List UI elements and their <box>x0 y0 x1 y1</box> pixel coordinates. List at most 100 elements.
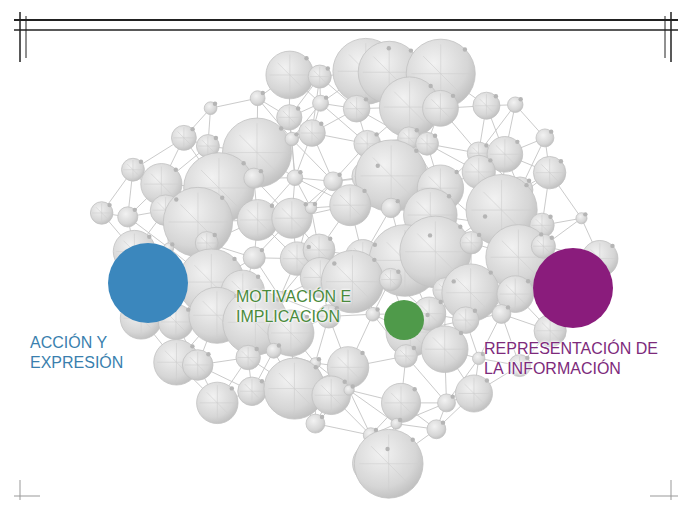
frame-line <box>670 12 672 62</box>
network-dot <box>539 232 543 236</box>
network-dot <box>314 365 318 369</box>
frame-line <box>19 12 21 62</box>
network-dot <box>451 394 455 398</box>
network-dot <box>256 275 260 279</box>
network-dot <box>261 91 265 95</box>
network-dot <box>515 140 519 144</box>
network-dot <box>255 347 259 351</box>
sphere-mesh <box>384 386 417 419</box>
network-sphere <box>366 307 380 321</box>
representation-information-node: REPRESENTACIÓN DE LA INFORMACIÓN <box>484 339 680 381</box>
network-sphere <box>313 95 329 111</box>
network-sphere <box>299 120 326 147</box>
network-sphere <box>238 377 266 405</box>
frame-corner <box>671 480 672 500</box>
sphere <box>118 207 138 227</box>
network-dot <box>259 169 263 173</box>
sphere-mesh <box>533 236 553 256</box>
network-dot <box>241 161 245 165</box>
sphere <box>576 213 587 224</box>
network-dot <box>409 48 413 52</box>
sphere-mesh <box>417 134 436 153</box>
sphere <box>171 125 196 150</box>
network-dot <box>294 132 298 136</box>
network-sphere <box>533 156 565 188</box>
network-sphere <box>427 420 446 439</box>
network-dot <box>506 305 510 309</box>
sphere-mesh <box>240 203 275 238</box>
sphere <box>460 232 482 254</box>
sphere <box>416 132 439 155</box>
network-dot <box>372 258 376 262</box>
sphere <box>395 345 418 368</box>
network-sphere <box>308 65 331 88</box>
network-dot <box>489 270 493 274</box>
network-dot <box>186 307 190 311</box>
sphere-mesh <box>238 347 259 368</box>
network-dot <box>385 447 389 451</box>
network-dot <box>610 244 614 248</box>
sphere <box>306 414 325 433</box>
network-dot <box>324 95 328 99</box>
sphere-mesh <box>301 122 324 145</box>
network-dot <box>139 160 143 164</box>
sphere <box>266 343 281 358</box>
network-dot <box>441 420 445 424</box>
sphere <box>308 65 331 88</box>
node-circle <box>531 246 615 330</box>
network-sphere <box>416 132 439 155</box>
network-sphere <box>236 345 260 369</box>
sphere-mesh <box>454 309 477 332</box>
network-dot <box>373 243 377 247</box>
sphere-mesh <box>359 435 417 493</box>
network-sphere <box>344 385 354 395</box>
network-dot <box>319 122 323 126</box>
network-sphere <box>306 414 325 433</box>
network-dot <box>484 143 488 147</box>
sphere-mesh <box>315 379 348 412</box>
network-dot <box>304 56 308 60</box>
sphere-mesh <box>396 346 415 365</box>
network-dot <box>190 127 194 131</box>
network-dot <box>133 208 137 212</box>
network-dot <box>320 415 324 419</box>
network-sphere <box>244 168 264 188</box>
network-dot <box>360 351 364 355</box>
node-circle <box>382 298 426 342</box>
sphere <box>250 91 265 106</box>
network-dot <box>550 236 554 240</box>
sphere-mesh <box>425 93 455 123</box>
frame <box>14 12 678 500</box>
sphere <box>182 350 213 381</box>
sphere-mesh <box>333 188 368 223</box>
sphere <box>381 198 400 217</box>
network-dot <box>428 84 432 88</box>
network-dot <box>428 233 432 237</box>
sphere-mesh <box>462 233 481 252</box>
sphere <box>391 418 402 429</box>
network-dot <box>362 189 366 193</box>
network-sphere <box>266 51 314 99</box>
network-sphere <box>423 90 459 126</box>
network-sphere <box>473 352 485 364</box>
network-dot <box>527 179 531 183</box>
network-sphere <box>287 170 303 186</box>
sphere <box>277 105 302 130</box>
network-sphere <box>90 202 113 225</box>
sphere-mesh <box>475 94 498 117</box>
network-dot <box>454 170 458 174</box>
network-dot <box>549 129 553 133</box>
network-dot <box>107 203 111 207</box>
network-dot <box>548 215 552 219</box>
sphere <box>536 129 554 147</box>
network-sphere <box>312 376 351 415</box>
network-dot <box>488 158 492 162</box>
network-sphere <box>473 92 500 119</box>
sphere-mesh <box>173 127 194 148</box>
sphere-mesh <box>536 159 564 187</box>
network-sphere <box>536 129 554 147</box>
network-dot <box>326 66 330 70</box>
network-dot <box>337 173 341 177</box>
network-sphere <box>381 383 420 422</box>
colored-sphere <box>533 248 613 328</box>
